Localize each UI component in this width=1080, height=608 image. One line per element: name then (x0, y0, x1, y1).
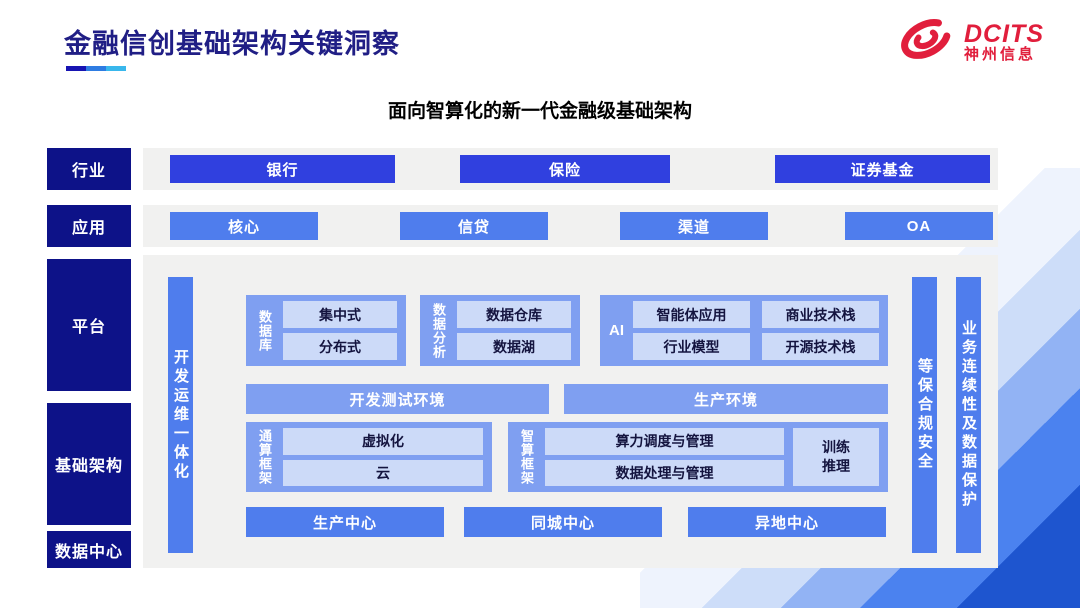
industry-bank: 银行 (170, 155, 395, 183)
ai-group-label: AI (609, 322, 624, 339)
title-underline (66, 66, 126, 71)
general-framework-group: 通算框架 虚拟化 云 (246, 422, 492, 492)
industry-row: 银行 保险 证券基金 (143, 148, 998, 190)
box-data-warehouse: 数据仓库 (457, 301, 571, 328)
side-label-datacenter: 数据中心 (47, 531, 131, 568)
box-industry-models: 行业模型 (633, 333, 750, 360)
database-group-label: 数据库 (257, 309, 272, 352)
devops-bar: 开发运维一体化 (168, 277, 193, 553)
dev-test-environment: 开发测试环境 (246, 384, 549, 414)
security-compliance-bar: 等保合规安全 (912, 277, 937, 553)
side-label-industry: 行业 (47, 148, 131, 190)
diagram-title: 面向智算化的新一代金融级基础架构 (387, 101, 692, 122)
business-continuity-bar: 业务连续性及数据保护 (956, 277, 981, 553)
database-boxes: 集中式 分布式 (283, 301, 397, 360)
app-core: 核心 (170, 212, 318, 240)
box-agent-apps: 智能体应用 (633, 301, 750, 328)
industry-insurance: 保险 (460, 155, 670, 183)
underline-segment-light (106, 66, 126, 71)
app-oa: OA (845, 212, 993, 240)
box-cloud: 云 (283, 459, 483, 486)
logo-brand: DCITS (964, 19, 1044, 48)
logo-text: DCITS 神州信息 (964, 19, 1044, 63)
box-centralized: 集中式 (283, 301, 397, 328)
box-training-inference: 训练推理 (793, 428, 879, 486)
production-center: 生产中心 (246, 507, 444, 537)
application-row: 核心 信贷 渠道 OA (143, 205, 998, 247)
general-framework-boxes: 虚拟化 云 (283, 428, 483, 486)
underline-segment-mid (86, 66, 106, 71)
box-virtualization: 虚拟化 (283, 428, 483, 455)
page-title: 金融信创基础架构关键洞察 (64, 29, 400, 59)
box-distributed: 分布式 (283, 333, 397, 360)
swirl-icon (897, 16, 955, 67)
underline-segment-dark (66, 66, 86, 71)
analytics-group-label: 数据分析 (431, 302, 446, 359)
platform-panel: 开发运维一体化 数据库 集中式 分布式 数据分析 数据仓库 数据湖 AI 智能体… (143, 255, 998, 568)
dcits-logo: DCITS 神州信息 (897, 16, 1044, 67)
intelligent-framework-boxes: 算力调度与管理 数据处理与管理 (545, 428, 784, 486)
analytics-boxes: 数据仓库 数据湖 (457, 301, 571, 360)
industry-securities: 证券基金 (775, 155, 990, 183)
production-environment: 生产环境 (564, 384, 888, 414)
box-data-processing: 数据处理与管理 (545, 459, 784, 486)
app-credit: 信贷 (400, 212, 548, 240)
side-label-platform: 平台 (47, 259, 131, 391)
analytics-group: 数据分析 数据仓库 数据湖 (420, 295, 580, 366)
logo-company: 神州信息 (964, 45, 1037, 63)
box-open-source-stack: 开源技术栈 (762, 333, 879, 360)
general-framework-label: 通算框架 (257, 429, 272, 485)
app-channel: 渠道 (620, 212, 768, 240)
remote-center: 异地中心 (688, 507, 886, 537)
box-compute-scheduling: 算力调度与管理 (545, 428, 784, 455)
box-data-lake: 数据湖 (457, 333, 571, 360)
same-city-center: 同城中心 (464, 507, 662, 537)
intelligent-framework-label: 智算框架 (519, 429, 534, 485)
intelligent-framework-group: 智算框架 算力调度与管理 数据处理与管理 训练推理 (508, 422, 888, 492)
ai-group: AI 智能体应用 商业技术栈 行业模型 开源技术栈 (600, 295, 888, 366)
side-label-infrastructure: 基础架构 (47, 403, 131, 525)
side-label-application: 应用 (47, 205, 131, 247)
database-group: 数据库 集中式 分布式 (246, 295, 406, 366)
box-commercial-stack: 商业技术栈 (762, 301, 879, 328)
ai-boxes: 智能体应用 商业技术栈 行业模型 开源技术栈 (633, 301, 879, 360)
